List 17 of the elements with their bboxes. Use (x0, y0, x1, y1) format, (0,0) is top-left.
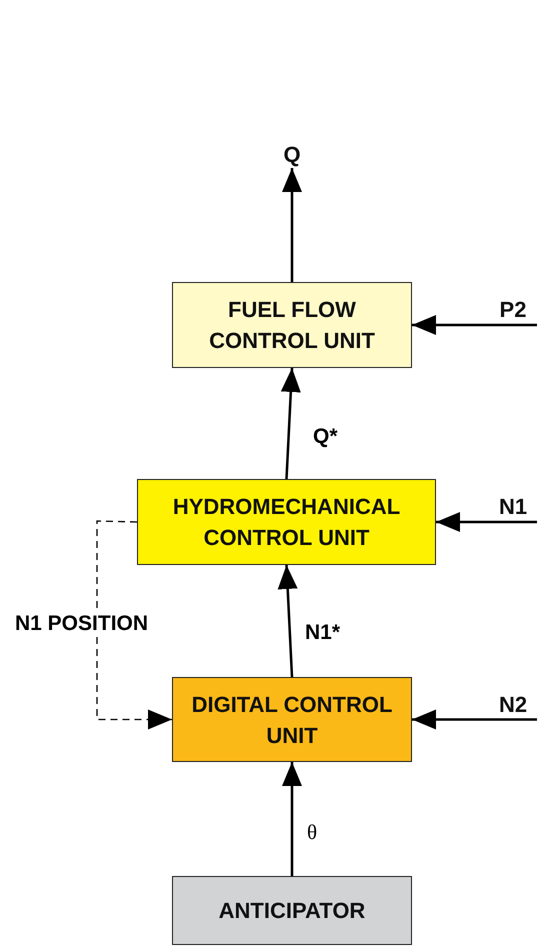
arrow (280, 368, 301, 480)
process-box: DIGITAL CONTROL UNIT (172, 677, 412, 762)
arrow (282, 762, 302, 876)
arrow (412, 315, 537, 335)
process-box: HYDROMECHANICAL CONTROL UNIT (137, 479, 436, 565)
signal-label: N2 (490, 689, 536, 719)
arrow (282, 168, 302, 282)
signal-label: P2 (490, 294, 536, 324)
signal-label: Q (276, 140, 308, 168)
process-box: FUEL FLOW CONTROL UNIT (172, 282, 412, 368)
edge-label: Q* (313, 425, 338, 449)
process-box: ANTICIPATOR (172, 876, 412, 945)
arrow (278, 564, 298, 678)
arrow (436, 512, 537, 532)
dashed-arrow (96, 520, 172, 730)
arrow (412, 710, 537, 730)
signal-label: N1 (490, 491, 536, 521)
